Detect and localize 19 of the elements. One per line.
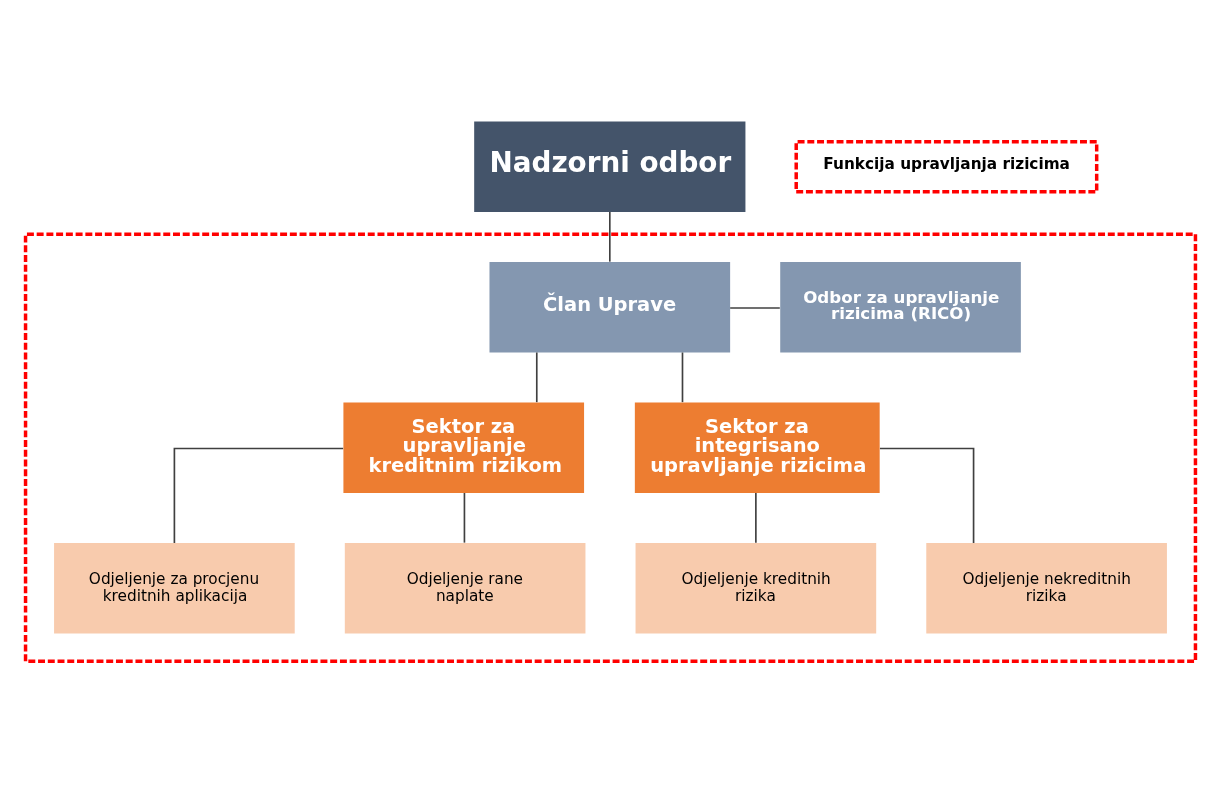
connector <box>681 351 684 403</box>
connector <box>608 210 611 262</box>
node-box: Odbor za upravljanje rizicima (RICO) <box>780 261 1021 352</box>
node-box: Odjeljenje nekreditnih rizika <box>926 542 1167 633</box>
cluster <box>23 232 1198 663</box>
connector <box>755 491 757 543</box>
connector <box>729 306 781 309</box>
node-box: Odjeljenje kreditnih rizika <box>635 542 877 633</box>
node-box: Sektor za integrisano upravljanje rizicima <box>634 402 880 493</box>
node-box: Odjeljenje rane naplate <box>344 542 586 633</box>
legend-label: Funkcija upravljanja rizicima <box>823 154 1070 173</box>
connector <box>879 447 975 544</box>
connector <box>535 351 538 403</box>
connector <box>463 491 466 543</box>
connector <box>173 447 344 544</box>
node-box: Sektor za upravljanje kreditnim rizikom <box>343 402 585 493</box>
node-box: Nadzorni odbor <box>474 121 746 212</box>
node-box: Odjeljenje za procjenu kreditnih aplikacija <box>54 542 295 633</box>
node-box: Član Uprave <box>489 261 731 352</box>
